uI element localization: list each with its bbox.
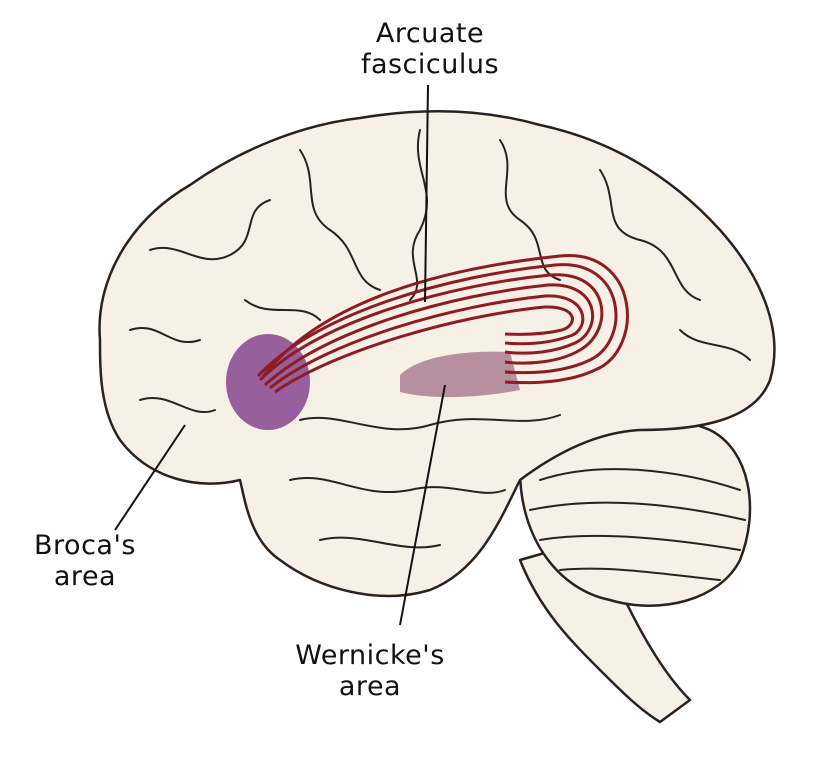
cerebrum	[98, 109, 776, 598]
wernicke-area-region	[400, 351, 520, 398]
label-line: fasciculus	[360, 49, 500, 80]
label-line: Wernicke's	[295, 640, 445, 671]
label-line: Broca's	[34, 530, 136, 561]
arcuate-leader-line	[424, 84, 429, 303]
wernicke-leader-line	[399, 384, 446, 626]
label-line: Arcuate	[375, 18, 485, 49]
wernicke-area-label: Wernicke's area	[280, 640, 460, 702]
broca-area-label: Broca's area	[0, 530, 170, 592]
broca-leader-line	[114, 424, 186, 531]
arcuate-fasciculus-fibers	[256, 254, 629, 394]
label-line: area	[53, 561, 117, 592]
arcuate-fasciculus-label: Arcuate fasciculus	[330, 18, 530, 80]
label-line: area	[338, 671, 402, 702]
